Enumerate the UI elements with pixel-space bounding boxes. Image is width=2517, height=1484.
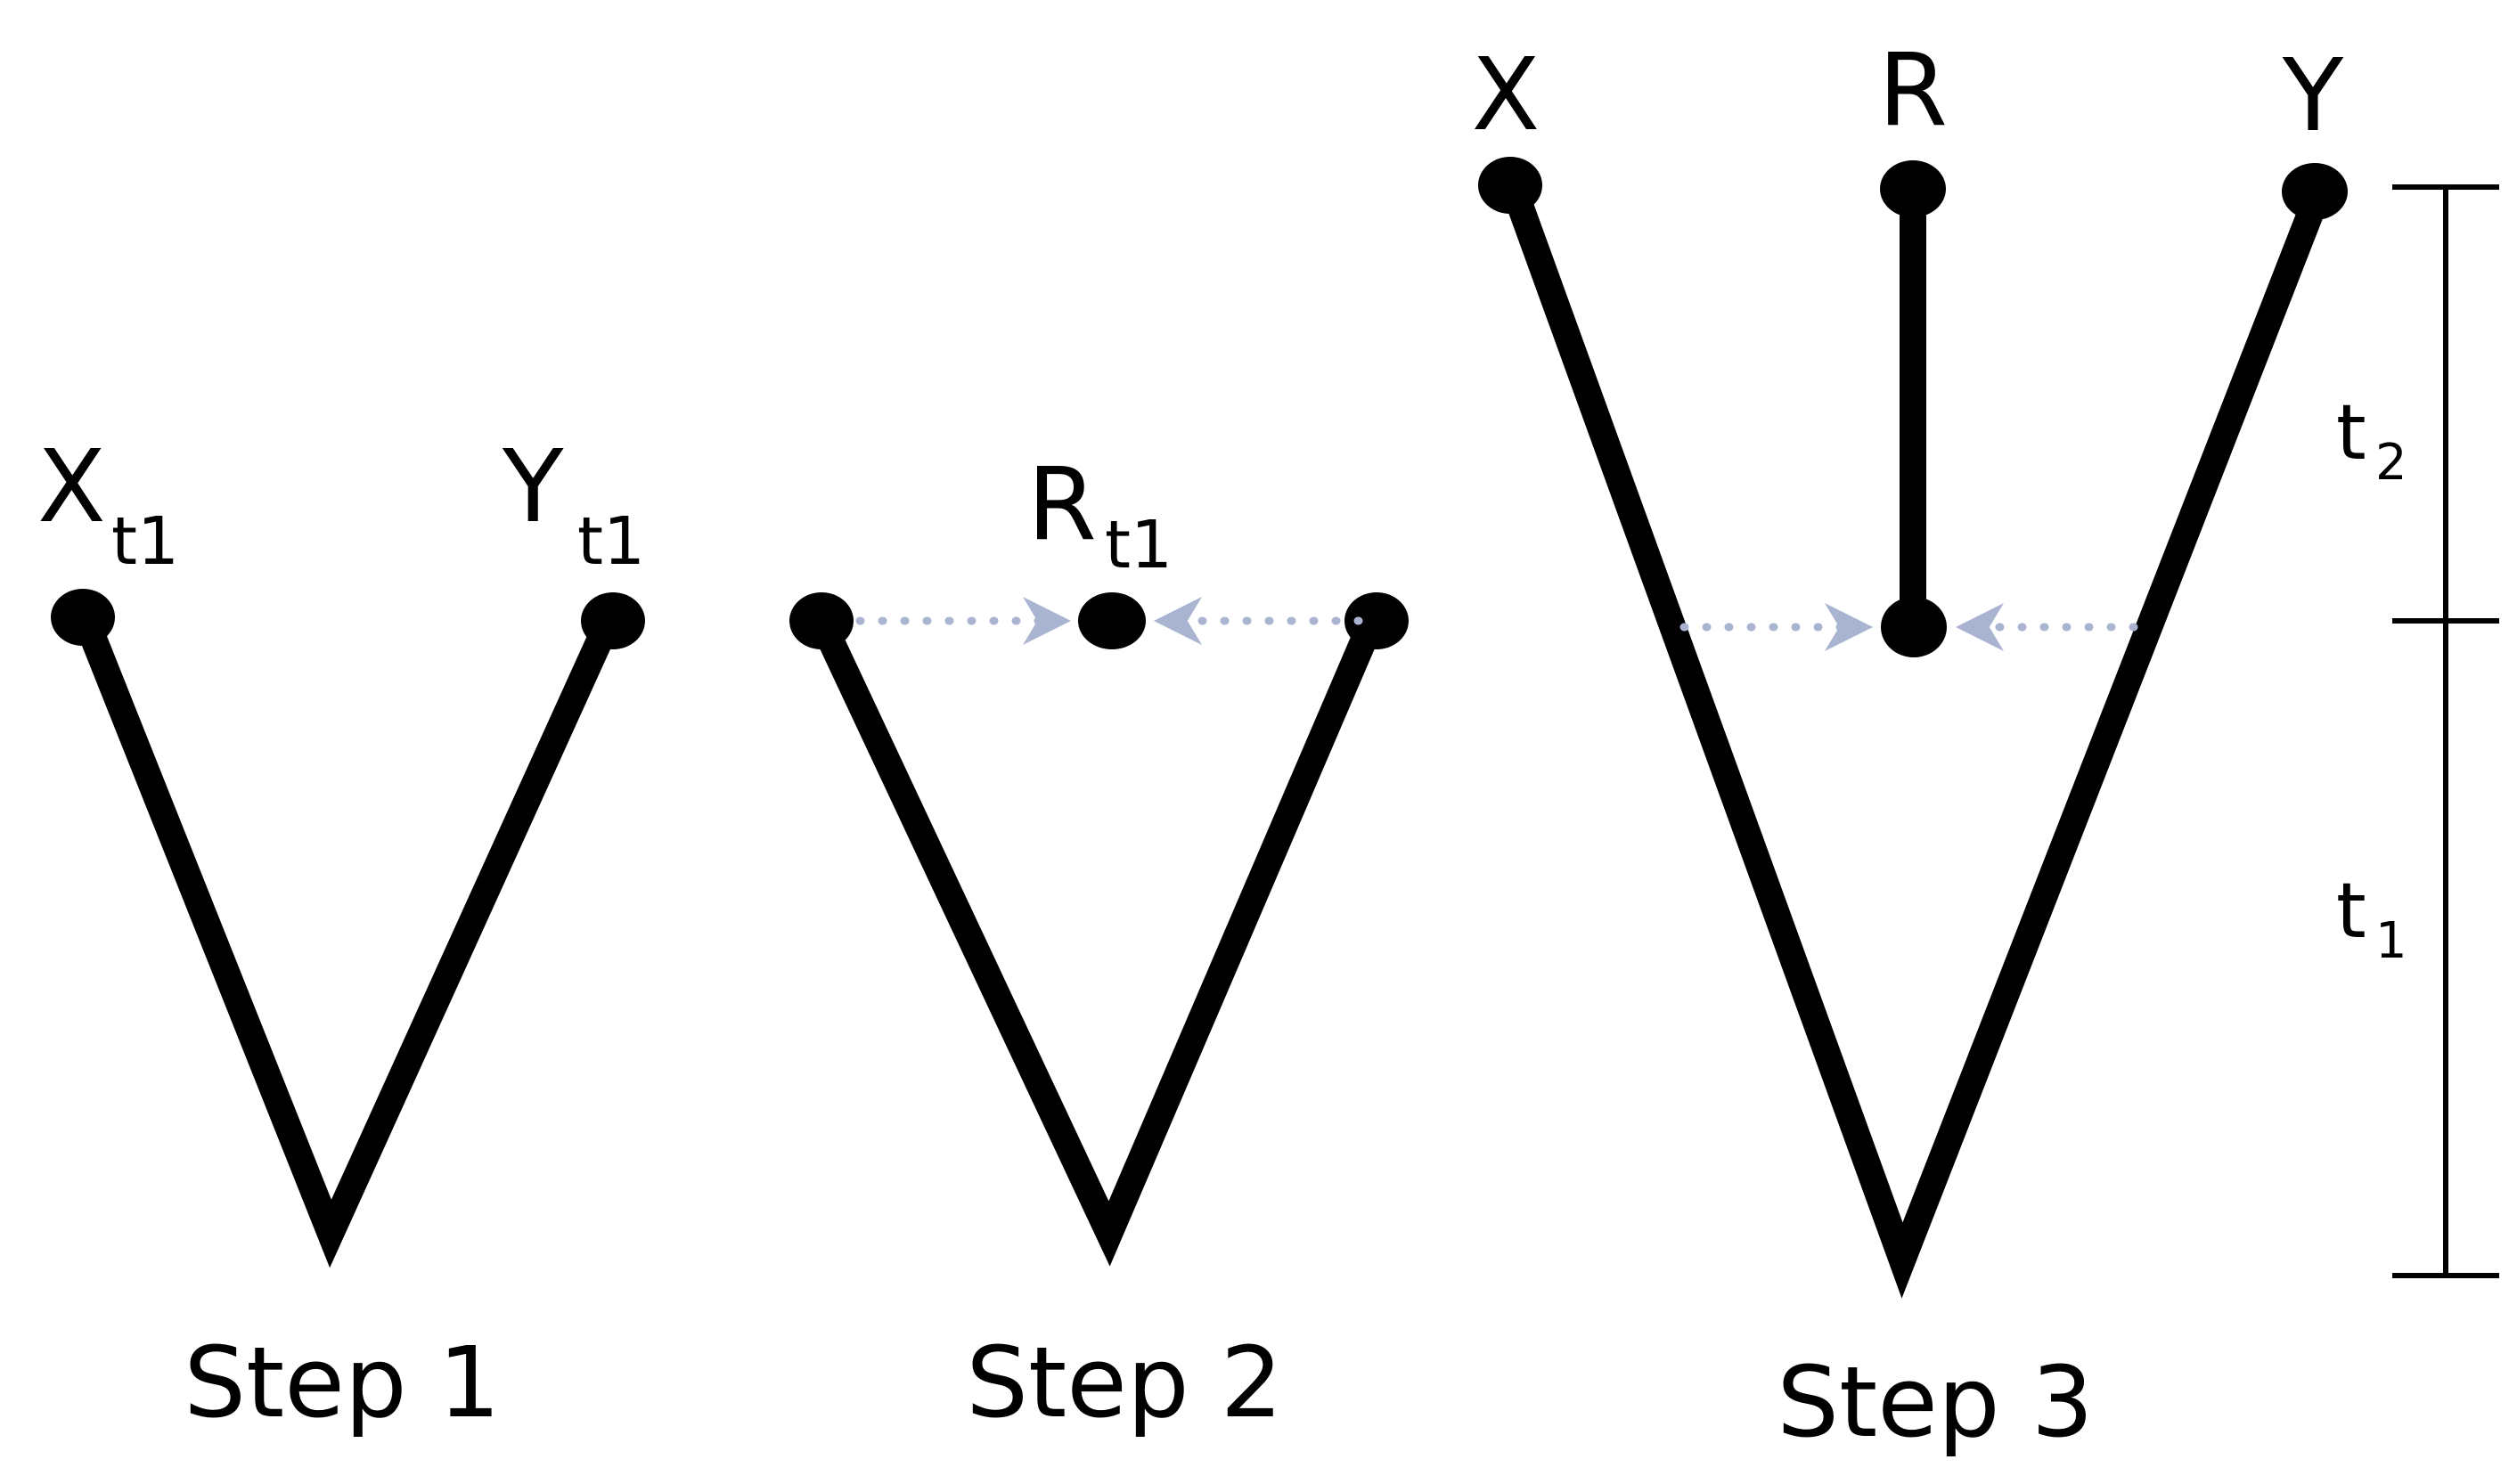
step-1-label-x: X bbox=[37, 429, 106, 545]
time-scale: t 2 t 1 bbox=[2336, 184, 2499, 1278]
step-1-node-x bbox=[51, 589, 115, 646]
time-label-t1-sub: 1 bbox=[2375, 912, 2407, 970]
time-label-t2-sub: 2 bbox=[2375, 434, 2407, 492]
time-label-t1: t bbox=[2336, 867, 2366, 956]
step-2-tree: R t1 Step 2 bbox=[789, 447, 1409, 1439]
step-3-label-y: Y bbox=[2282, 38, 2344, 154]
step-2-branches bbox=[808, 607, 1385, 1267]
step-3-node-r-top bbox=[1880, 160, 1946, 217]
step-1-label-y: Y bbox=[502, 429, 564, 545]
step-2-label-r: R bbox=[1027, 447, 1097, 563]
step-3-label-r: R bbox=[1878, 33, 1948, 149]
step-1-node-y bbox=[581, 592, 645, 649]
step-1-caption: Step 1 bbox=[184, 1325, 500, 1439]
step-2-label-r-sub: t1 bbox=[1105, 507, 1173, 583]
step-1-label-y-sub: t1 bbox=[577, 503, 645, 580]
step-3-node-r-bottom bbox=[1881, 597, 1947, 657]
step-2-caption: Step 2 bbox=[966, 1325, 1282, 1439]
step-3-branches bbox=[1501, 177, 2330, 1299]
step-3-node-y bbox=[2282, 163, 2348, 220]
step-2-node-right bbox=[1344, 592, 1409, 649]
step-3-label-x: X bbox=[1472, 37, 1540, 153]
step-2-node-r bbox=[1078, 592, 1146, 649]
step-3-node-x bbox=[1478, 157, 1542, 214]
step-1-label-x-sub: t1 bbox=[111, 503, 179, 580]
step-3-tree: X R Y Step 3 bbox=[1472, 33, 2348, 1459]
step-1-tree: X t1 Y t1 Step 1 bbox=[37, 429, 645, 1439]
step-2-node-left bbox=[789, 592, 854, 649]
time-label-t2: t bbox=[2336, 388, 2366, 477]
step-1-branches bbox=[73, 607, 622, 1268]
step-3-caption: Step 3 bbox=[1777, 1345, 2093, 1459]
